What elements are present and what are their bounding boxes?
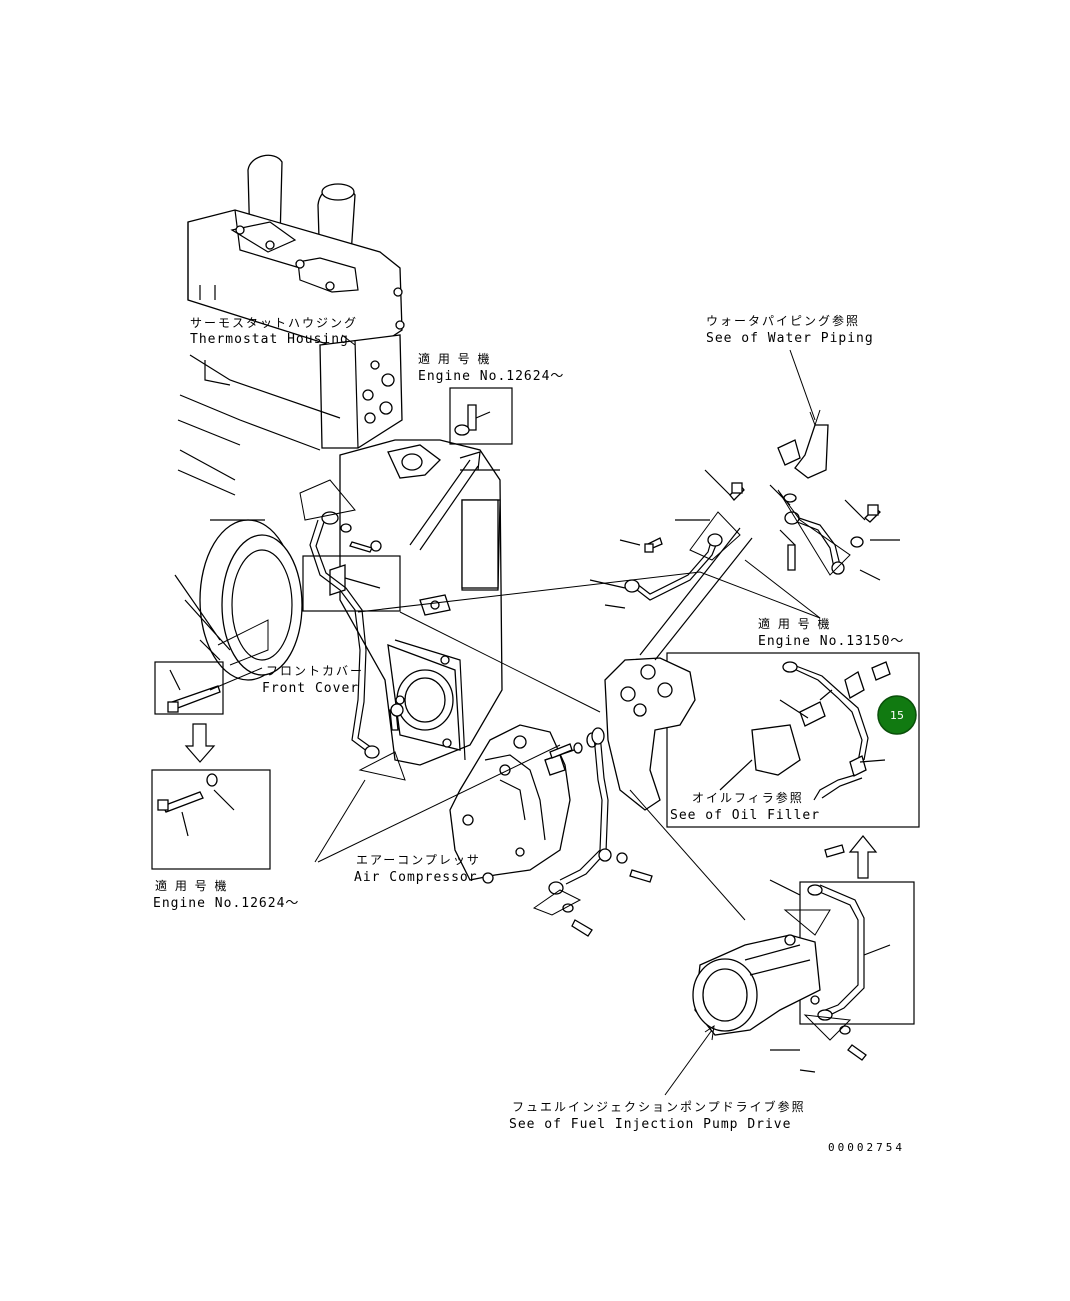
engine-no-top-jp: 適 用 号 機 (418, 351, 491, 366)
air-compressor-en: Air Compressor (354, 870, 478, 885)
fuel-pump-jp: フュエルインジェクションポンプドライブ参照 (512, 1099, 806, 1114)
down-arrow (184, 723, 216, 763)
water-piping-en: See of Water Piping (706, 331, 874, 346)
air-compressor-jp: エアーコンプレッサ (356, 853, 481, 867)
up-arrow (848, 835, 878, 879)
crank-pulley (174, 519, 303, 681)
inset-clamp-top (449, 387, 513, 445)
inset-oil-pipe (666, 652, 920, 828)
thermostat-housing-jp: サーモスタットハウジング (190, 316, 358, 330)
front-cover-jp: フロントカバー (266, 664, 364, 678)
bolts (340, 469, 900, 1073)
compressor-head (604, 527, 753, 811)
inset-bolt-lower (151, 769, 271, 870)
front-cover-en: Front Cover (262, 681, 359, 696)
front-cover (339, 439, 503, 766)
water-fitting (777, 424, 829, 503)
document-number: 00002754 (828, 1141, 905, 1154)
engine-block (177, 154, 405, 496)
fuel-pump-drive (692, 934, 821, 1036)
inset-bolt-upper (154, 661, 224, 715)
leader-lines (217, 479, 852, 1041)
water-piping-jp: ウォータパイピング参照 (706, 313, 860, 328)
thermostat-housing-en: Thermostat Housing (190, 332, 349, 347)
callout-15-circle[interactable] (877, 695, 917, 735)
engine-no-top-en: Engine No.12624～ (418, 369, 564, 384)
fuel-pump-en: See of Fuel Injection Pump Drive (509, 1117, 791, 1132)
label-leaders (209, 334, 821, 1096)
callout-15-number[interactable]: 15 (890, 709, 904, 722)
engine-no-left-en: Engine No.12624～ (153, 896, 299, 911)
engine-no-right-jp: 適 用 号 機 (758, 616, 831, 631)
engine-no-right-en: Engine No.13150～ (758, 634, 904, 649)
callout-15[interactable]: 15 (877, 695, 917, 735)
engine-no-left-jp: 適 用 号 機 (155, 878, 228, 893)
oil-filler-jp: オイルフィラ参照 (692, 790, 804, 805)
oil-filler-en: See of Oil Filler (670, 808, 820, 823)
oil-lines (309, 511, 845, 895)
inset-pipe-clamp (302, 555, 401, 612)
